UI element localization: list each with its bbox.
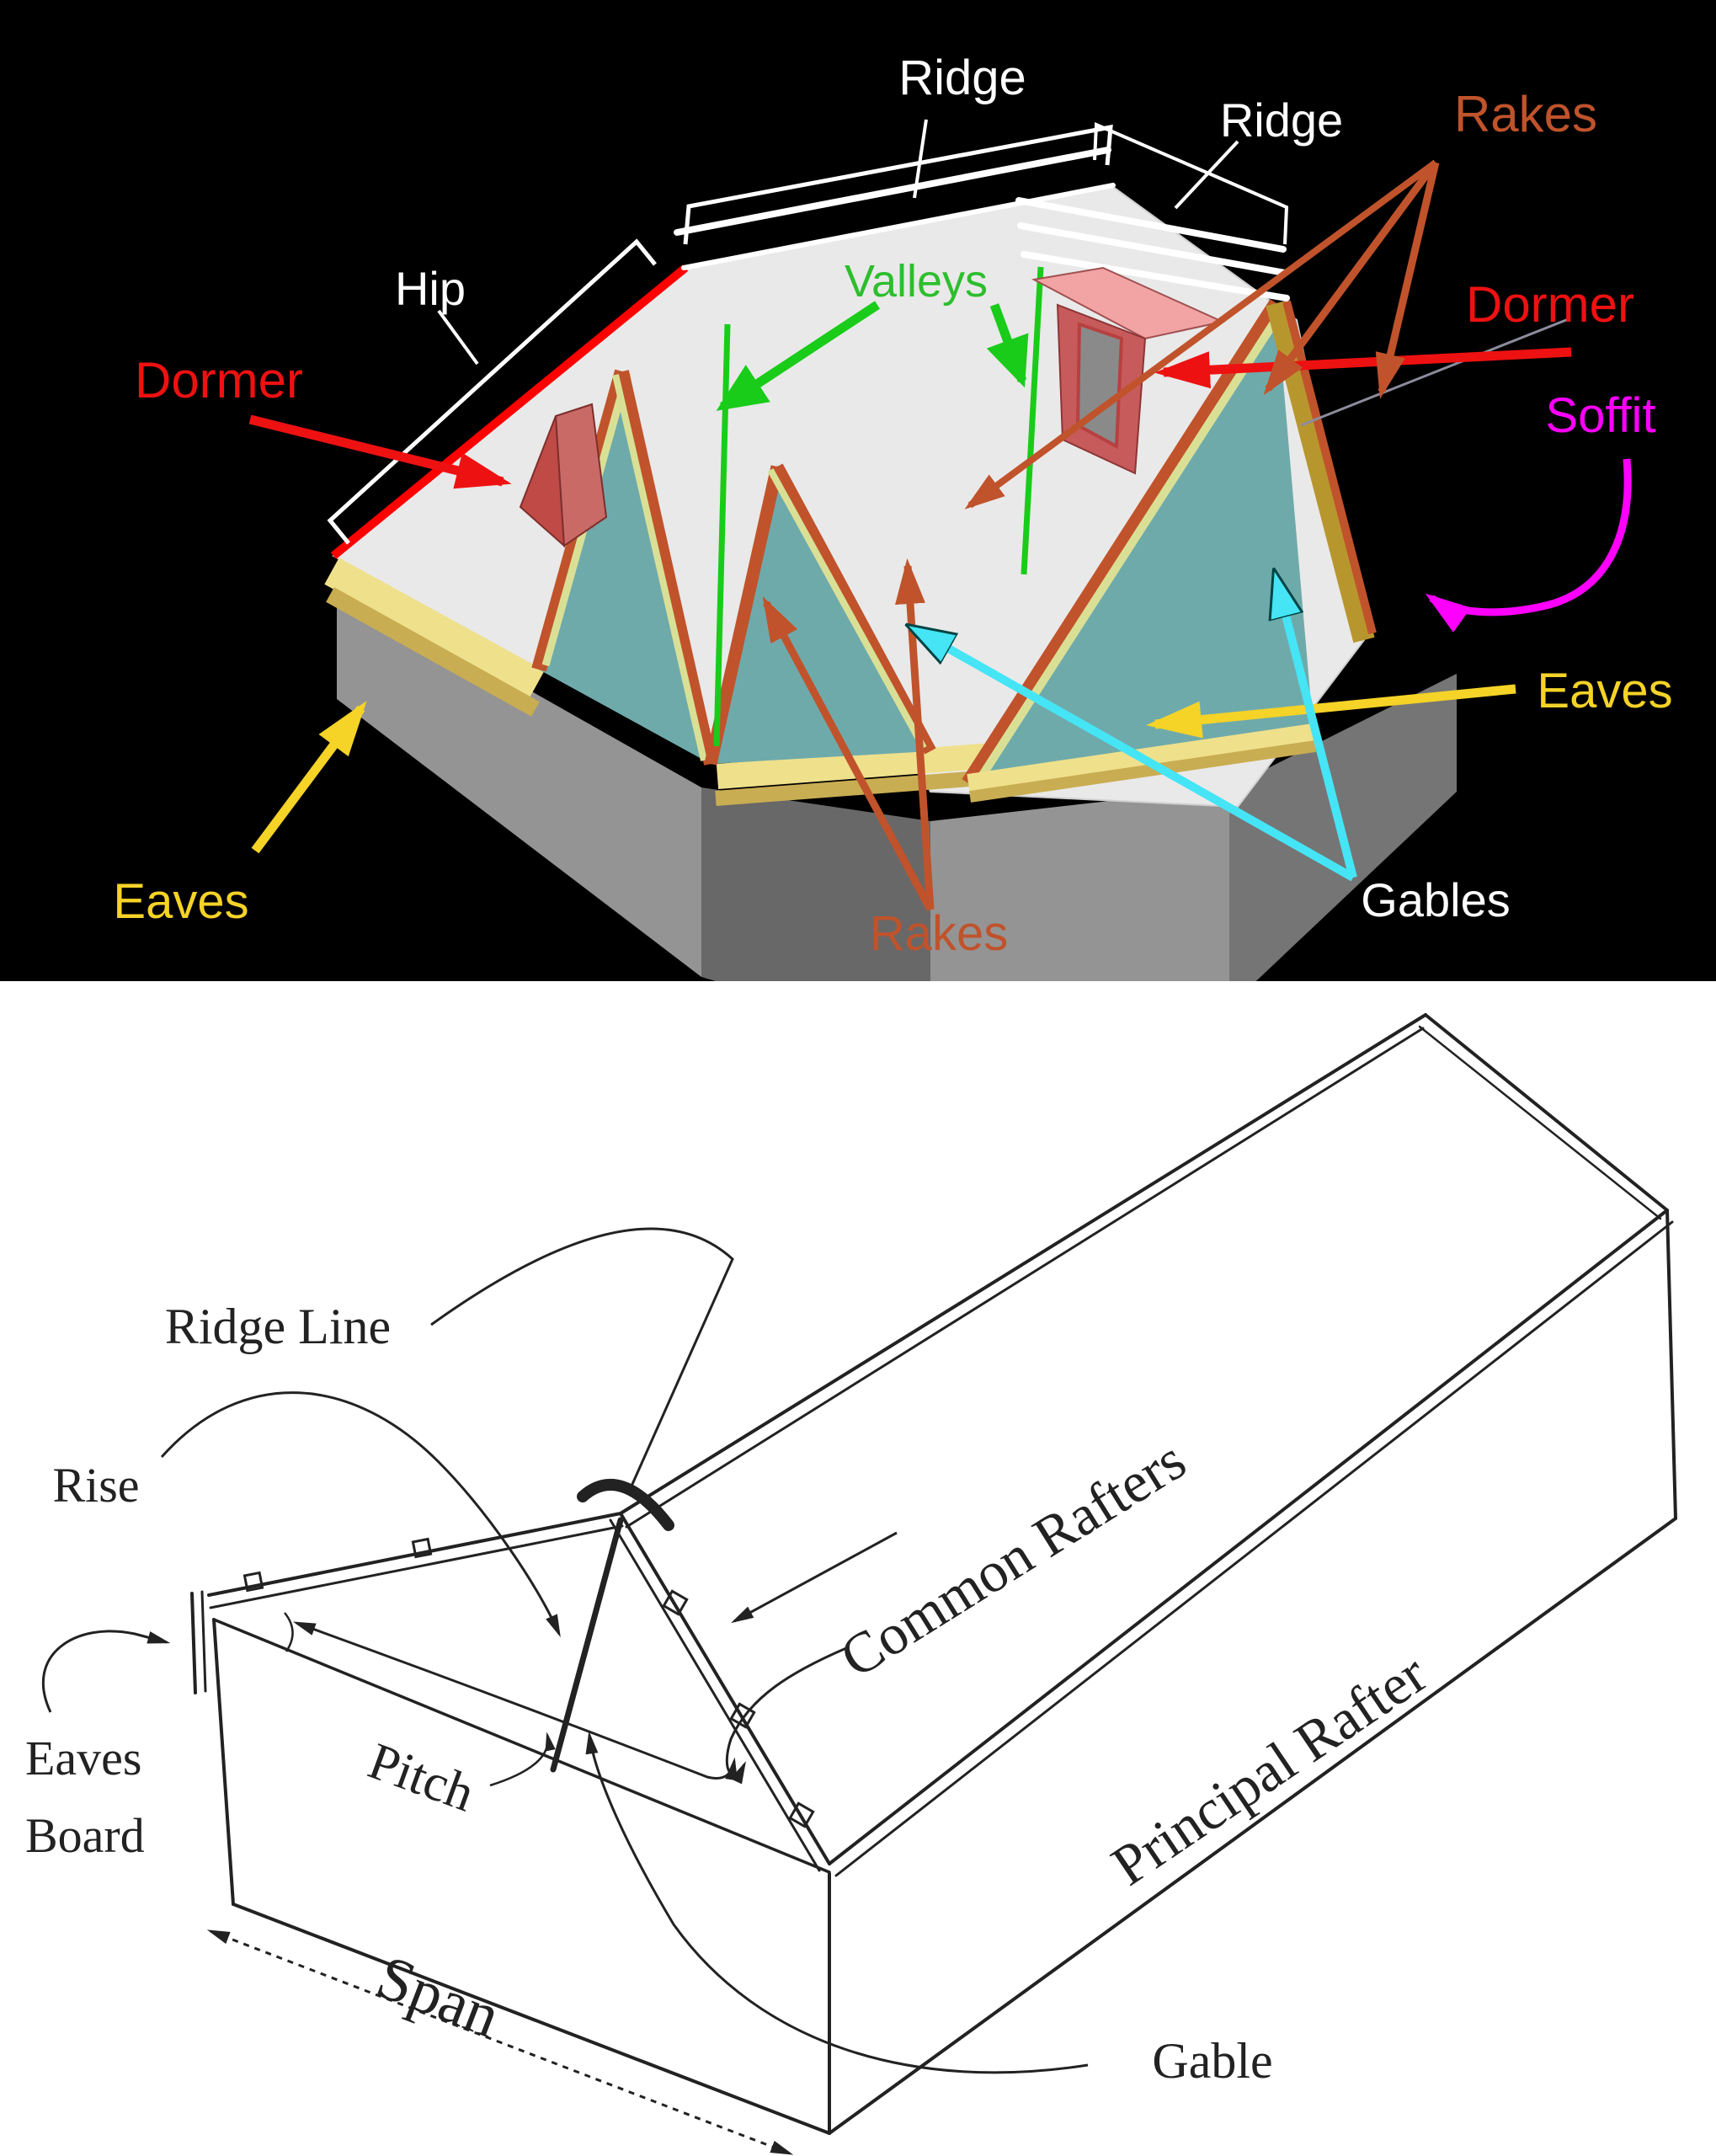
label-eaves-left: Eaves	[113, 874, 248, 929]
eaves-left-arrow	[251, 701, 367, 854]
dormer-right-arrow	[1154, 347, 1572, 389]
small-angle-arc	[284, 1612, 294, 1652]
dormer-left-arrow	[248, 414, 512, 489]
guide-line	[1300, 317, 1571, 427]
annotation-lines	[41, 1227, 1089, 2155]
label-hip: Hip	[395, 262, 466, 315]
label-gables: Gables	[1361, 873, 1510, 926]
label-dormer-right: Dormer	[1466, 276, 1634, 333]
rakes-upper-arrow-2	[1375, 161, 1440, 399]
rakes-lower-arrow-1	[762, 596, 934, 912]
common-rafters-leader-2	[725, 1646, 847, 1785]
label-ridge-main: Ridge	[898, 51, 1026, 105]
label-eaves-right: Eaves	[1537, 664, 1672, 718]
eaves-right-arrow	[1146, 684, 1516, 739]
gable-leader	[585, 1731, 1089, 2074]
annotation-arrows	[248, 159, 1632, 912]
bottom-background	[0, 981, 1716, 2156]
label-rise: Rise	[52, 1458, 139, 1513]
label-eaves-board-line2: Board	[25, 1808, 145, 1863]
ridge-cap-main	[674, 124, 1116, 270]
label-ridge-wing: Ridge	[1220, 93, 1343, 147]
label-rakes-upper: Rakes	[1454, 86, 1597, 142]
dormer-left	[519, 403, 608, 548]
ridge-line-leader	[430, 1227, 734, 1491]
rakes-upper-arrow-1	[1263, 160, 1439, 396]
soffit-arrow	[1425, 458, 1632, 632]
label-gable: Gable	[1152, 2033, 1272, 2089]
label-valleys: Valleys	[845, 256, 988, 307]
pitch-leader	[489, 1732, 556, 1787]
valley-arrow-2	[986, 303, 1029, 388]
label-ridge-line: Ridge Line	[165, 1299, 391, 1354]
label-rakes-lower: Rakes	[870, 906, 1008, 961]
valley-arrow-1	[716, 301, 881, 411]
hip-bracket	[327, 238, 657, 545]
top-diagram: Ridge Ridge Hip Dormer Dormer Valleys Ra…	[0, 0, 1716, 981]
label-eaves-board-line1: Eaves	[25, 1731, 142, 1785]
gables-arrow-1	[913, 628, 1356, 882]
rise-leader	[160, 1391, 561, 1638]
bottom-diagram: Ridge Line Rise Eaves Board Pitch Span G…	[0, 981, 1716, 2156]
ridge-cap-wing	[1015, 122, 1290, 302]
common-rafters-leader-1	[731, 1531, 898, 1624]
label-dormer-left: Dormer	[135, 352, 303, 408]
eaves-board-leader	[41, 1630, 171, 1713]
span-arrow	[206, 1929, 794, 2155]
label-soffit: Soffit	[1545, 388, 1655, 443]
hip-edge	[330, 264, 689, 559]
rakes-upper-arrow-3	[964, 159, 1438, 510]
house-walls	[337, 581, 1457, 981]
white-leaders	[437, 119, 1239, 366]
gables-arrow-2	[1276, 576, 1357, 879]
top-labels: Ridge Ridge Hip Dormer Dormer Valleys Ra…	[113, 51, 1672, 961]
